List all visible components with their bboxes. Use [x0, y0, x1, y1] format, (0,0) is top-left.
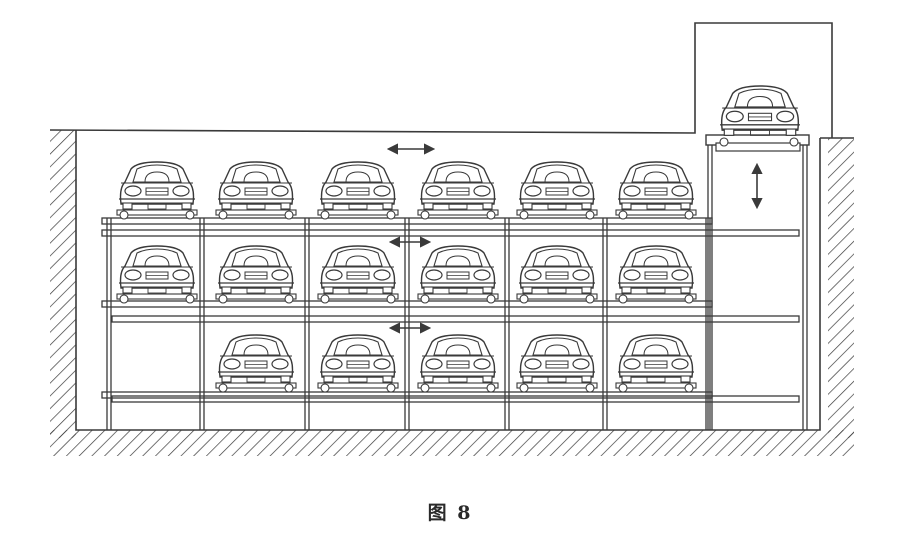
parked-car — [215, 245, 297, 304]
parked-car — [417, 334, 499, 393]
pallet-wheel — [684, 210, 694, 220]
parked-car — [317, 161, 399, 220]
pallet — [615, 209, 697, 216]
pit-outline — [49, 22, 854, 431]
pallet — [417, 293, 499, 300]
pallet-wheel — [420, 294, 430, 304]
pallet-wheel — [684, 294, 694, 304]
parked-car — [615, 334, 697, 393]
lift-car — [719, 85, 801, 137]
pallet — [516, 382, 598, 389]
pallet — [215, 209, 297, 216]
pallet — [215, 382, 297, 389]
pallet — [516, 209, 598, 216]
pallet-wheel — [519, 383, 529, 393]
pallet — [516, 293, 598, 300]
pallet-wheel — [618, 210, 628, 220]
pallet-wheel — [119, 294, 129, 304]
pallet — [317, 209, 399, 216]
pallet-wheel — [585, 210, 595, 220]
pallet-wheel — [519, 210, 529, 220]
pallet — [615, 293, 697, 300]
pallet-wheel — [284, 294, 294, 304]
pallet-wheel — [618, 383, 628, 393]
parked-car — [116, 245, 198, 304]
pallet — [417, 382, 499, 389]
pallet-wheel — [486, 383, 496, 393]
pallet-wheel — [119, 210, 129, 220]
motion-arrows — [386, 143, 763, 334]
parked-car — [116, 161, 198, 220]
pallet-wheel — [585, 383, 595, 393]
pallet-wheel — [486, 210, 496, 220]
pallet-wheel — [386, 383, 396, 393]
lift-platform — [705, 85, 810, 152]
pallet — [615, 382, 697, 389]
pallet — [215, 293, 297, 300]
pallet — [317, 382, 399, 389]
parked-car — [417, 245, 499, 304]
figure-caption: 图 8 — [427, 502, 473, 524]
ground-section — [50, 130, 854, 456]
pallet-wheel — [519, 294, 529, 304]
parked-cars — [116, 161, 697, 393]
pallet-wheel — [386, 294, 396, 304]
pallet-wheel — [618, 294, 628, 304]
pallet-wheel — [284, 383, 294, 393]
pallet-wheel — [218, 383, 228, 393]
pallet — [417, 209, 499, 216]
pallet-wheel — [486, 294, 496, 304]
pallet-wheel — [585, 294, 595, 304]
pallet-wheel — [284, 210, 294, 220]
pallet-wheel — [684, 383, 694, 393]
pallet — [116, 293, 198, 300]
pallet-wheel — [185, 294, 195, 304]
parked-car — [516, 245, 598, 304]
parked-car — [317, 245, 399, 304]
parked-car — [417, 161, 499, 220]
pallet-wheel — [218, 294, 228, 304]
parked-car — [215, 161, 297, 220]
pallet-wheel — [420, 210, 430, 220]
parked-car — [615, 245, 697, 304]
pallet-wheel — [218, 210, 228, 220]
pallet — [317, 293, 399, 300]
pallet-wheel — [420, 383, 430, 393]
pallet-wheel — [320, 210, 330, 220]
pallet-wheel — [185, 210, 195, 220]
pallet-wheel — [320, 294, 330, 304]
parked-car — [516, 161, 598, 220]
parked-car — [615, 161, 697, 220]
pallet — [116, 209, 198, 216]
steel-frame — [101, 135, 808, 430]
parked-car — [317, 334, 399, 393]
parked-car — [516, 334, 598, 393]
parked-car — [215, 334, 297, 393]
pallet-wheel — [386, 210, 396, 220]
pallet-wheel — [320, 383, 330, 393]
